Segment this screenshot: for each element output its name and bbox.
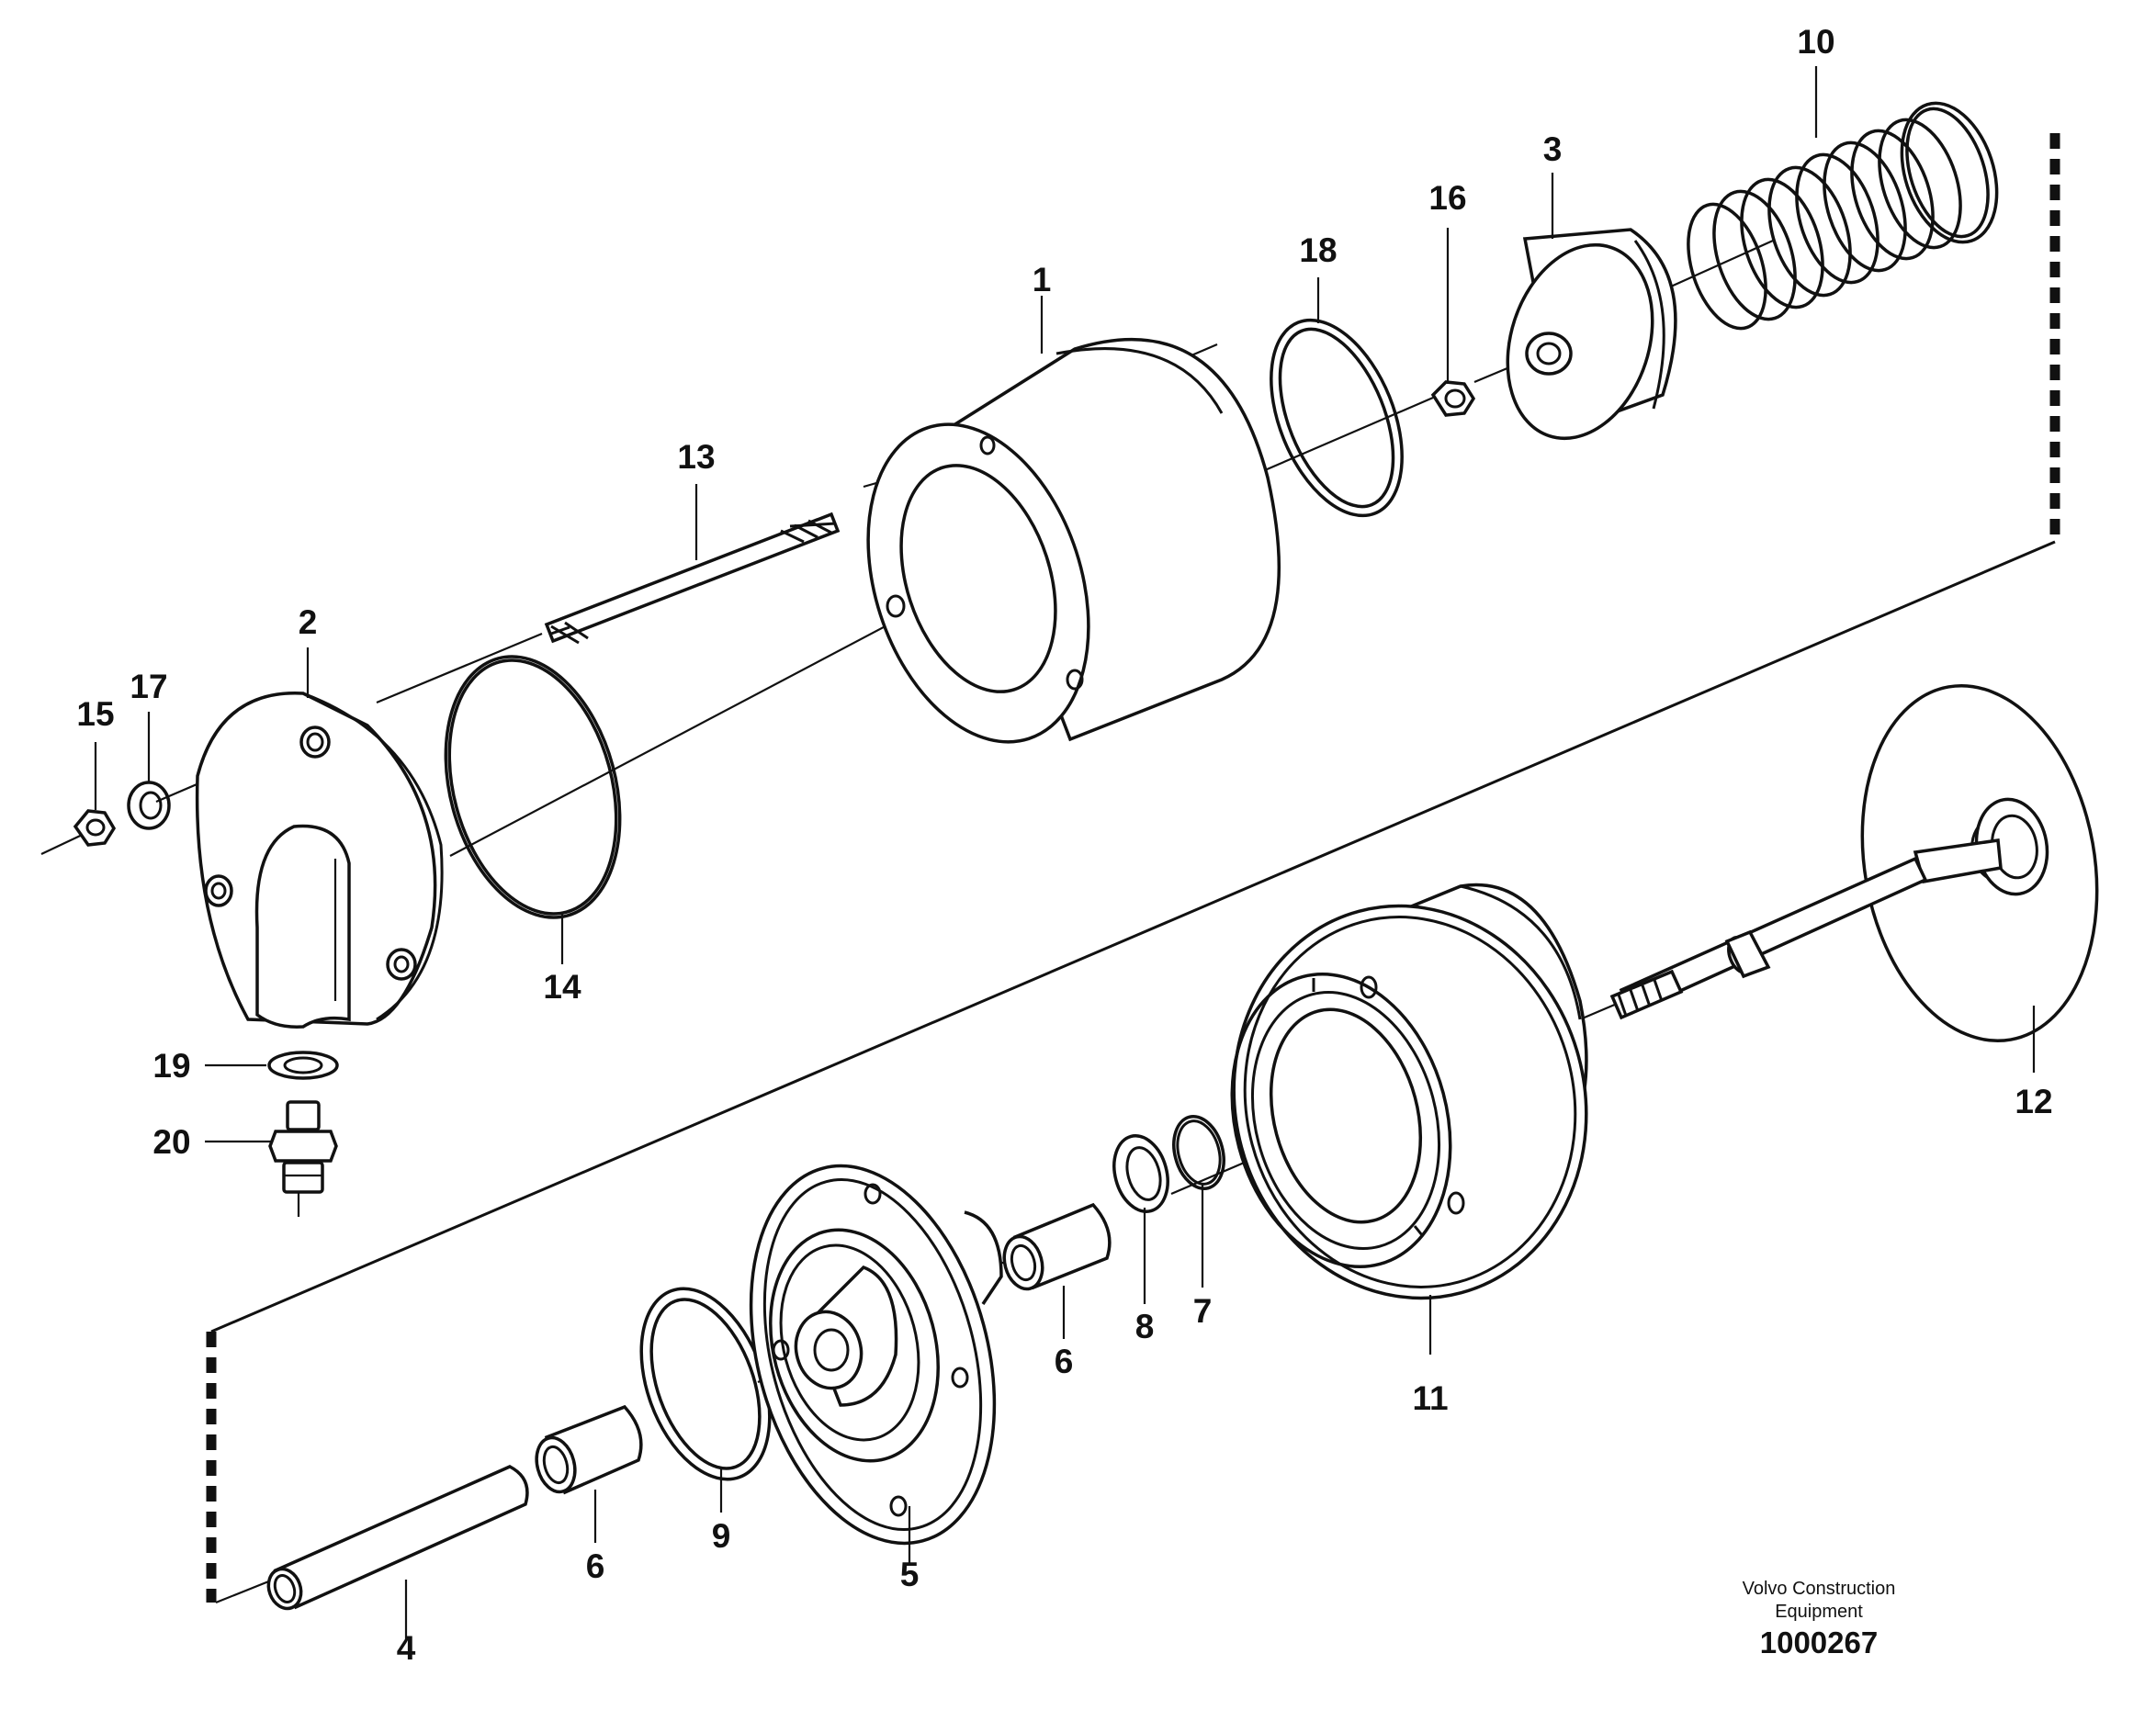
label-part-10: 10 bbox=[1797, 23, 1834, 61]
label-part-11: 11 bbox=[1412, 1379, 1448, 1417]
label-part-16: 16 bbox=[1428, 179, 1466, 217]
label-part-12: 12 bbox=[2015, 1083, 2052, 1120]
seal-ring-part-18 bbox=[1270, 318, 1404, 518]
label-part-3: 3 bbox=[1543, 130, 1563, 168]
fitting-part-20 bbox=[268, 1100, 338, 1194]
label-part-1: 1 bbox=[1033, 261, 1052, 298]
label-part-5: 5 bbox=[900, 1556, 920, 1593]
company-line-2: Equipment bbox=[1775, 1602, 1863, 1622]
label-part-6-upper: 6 bbox=[1055, 1343, 1074, 1380]
label-part-20: 20 bbox=[152, 1123, 190, 1161]
bushing-part-6-upper bbox=[1002, 1202, 1112, 1291]
cylinder-part-1 bbox=[866, 337, 1281, 744]
bushing-part-6-lower bbox=[535, 1404, 643, 1495]
nut-part-16 bbox=[1430, 380, 1476, 417]
label-part-7: 7 bbox=[1193, 1292, 1213, 1330]
label-part-8: 8 bbox=[1135, 1308, 1155, 1345]
flange-part-5 bbox=[749, 1164, 1003, 1546]
part-labels: 1 2 3 4 5 6 6 7 8 9 10 11 12 13 14 15 16… bbox=[76, 23, 2052, 1667]
spring-part-10 bbox=[1687, 101, 1999, 331]
company-line-1: Volvo Construction bbox=[1742, 1579, 1896, 1599]
washer-part-17 bbox=[127, 781, 171, 830]
label-part-13: 13 bbox=[677, 438, 715, 476]
label-part-9: 9 bbox=[712, 1517, 731, 1555]
label-part-19: 19 bbox=[152, 1047, 190, 1085]
washer-part-19 bbox=[267, 1051, 339, 1080]
label-part-18: 18 bbox=[1299, 231, 1337, 269]
document-number: 1000267 bbox=[1759, 1625, 1879, 1659]
label-part-6-lower: 6 bbox=[586, 1547, 605, 1585]
housing-part-11 bbox=[1230, 883, 1588, 1300]
label-part-2: 2 bbox=[299, 603, 318, 641]
seal-part-8 bbox=[1112, 1134, 1169, 1213]
nut-part-15 bbox=[73, 809, 117, 847]
end-cover-part-2 bbox=[195, 692, 444, 1029]
stud-part-13 bbox=[544, 512, 841, 645]
connector-bracket bbox=[206, 133, 2060, 1603]
leader-lines bbox=[94, 66, 2036, 1639]
label-part-15: 15 bbox=[76, 695, 114, 733]
tube-part-4 bbox=[266, 1465, 529, 1611]
piston-part-3 bbox=[1506, 228, 1677, 441]
piston-rod-part-12 bbox=[1609, 683, 2099, 1043]
o-ring-part-14 bbox=[444, 655, 622, 919]
label-part-17: 17 bbox=[130, 668, 167, 705]
label-part-4: 4 bbox=[397, 1629, 416, 1667]
label-part-14: 14 bbox=[543, 968, 581, 1006]
o-ring-part-7 bbox=[1172, 1115, 1225, 1190]
company-credit: Volvo Construction Equipment bbox=[1727, 1578, 1911, 1624]
